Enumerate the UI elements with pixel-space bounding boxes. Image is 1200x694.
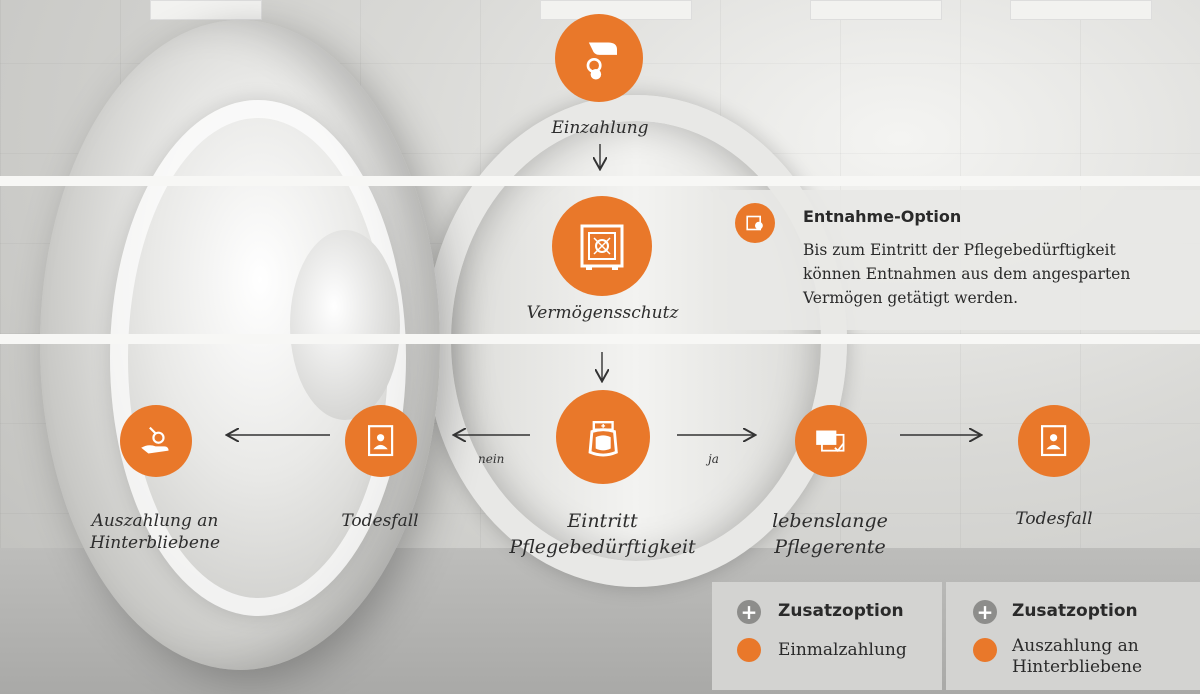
eintritt-node bbox=[556, 390, 650, 484]
ceiling-lamp bbox=[1010, 0, 1152, 20]
portrait-icon bbox=[368, 425, 394, 457]
auszahlung-label-line2: Hinterbliebene bbox=[90, 533, 220, 553]
vermoegensschutz-label: Vermögensschutz bbox=[526, 303, 679, 323]
ja-label: ja bbox=[708, 452, 719, 466]
option-2-title: Zusatzoption bbox=[1012, 601, 1138, 621]
todesfall-right-node bbox=[1018, 405, 1090, 477]
pflegerente-label-line2: Pflegerente bbox=[774, 536, 886, 558]
pflegerente-label-line1: lebenslange bbox=[772, 510, 888, 532]
coin-hand-icon bbox=[737, 638, 761, 662]
auszahlung-label: Auszahlung an Hinterbliebene bbox=[80, 510, 230, 554]
vermoegensschutz-node bbox=[552, 196, 652, 296]
hand-money-icon bbox=[141, 427, 169, 454]
todesfall-left-label: Todesfall bbox=[341, 511, 419, 531]
eintritt-label-line2: Pflegebedürftigkeit bbox=[509, 536, 696, 558]
ceiling-lamp bbox=[810, 0, 942, 20]
nein-label: nein bbox=[478, 452, 505, 466]
option-2-text: Auszahlung an Hinterbliebene bbox=[1012, 636, 1142, 678]
option-1-text: Einmalzahlung bbox=[778, 640, 907, 660]
info-title: Entnahme-Option bbox=[803, 207, 962, 226]
einzahlung-node bbox=[555, 14, 643, 102]
todesfall-right-label: Todesfall bbox=[1015, 509, 1093, 529]
hand-coin-icon bbox=[586, 42, 617, 80]
hand-money-icon bbox=[973, 638, 997, 662]
auszahlung-label-line1: Auszahlung an bbox=[91, 511, 219, 531]
info-box bbox=[713, 190, 1200, 330]
einzahlung-label: Einzahlung bbox=[551, 118, 649, 138]
payment-document-icon bbox=[816, 430, 845, 453]
ceiling-lamp bbox=[150, 0, 262, 20]
pflegerente-label: lebenslange Pflegerente bbox=[755, 508, 905, 560]
todesfall-left-node bbox=[345, 405, 417, 477]
pflegerente-node bbox=[795, 405, 867, 477]
plus-icon: + bbox=[973, 600, 997, 624]
vault-door-hub bbox=[290, 230, 400, 420]
auszahlung-node bbox=[120, 405, 192, 477]
light-band bbox=[0, 334, 1200, 344]
safe-icon bbox=[580, 224, 624, 270]
option-2-text-line1: Auszahlung an bbox=[1012, 636, 1139, 656]
plus-icon: + bbox=[737, 600, 761, 624]
eintritt-label: Eintritt Pflegebedürftigkeit bbox=[500, 508, 705, 560]
option-panel-1 bbox=[712, 582, 942, 690]
eintritt-label-line1: Eintritt bbox=[567, 510, 638, 532]
option-1-title: Zusatzoption bbox=[778, 601, 904, 621]
option-2-text-line2: Hinterbliebene bbox=[1012, 657, 1142, 677]
light-band bbox=[0, 176, 1200, 186]
portrait-icon bbox=[1041, 425, 1067, 457]
info-text: Bis zum Eintritt der Pflegebedürftigkeit… bbox=[803, 241, 1131, 307]
withdrawal-icon bbox=[735, 203, 775, 243]
nurse-icon bbox=[588, 420, 618, 457]
